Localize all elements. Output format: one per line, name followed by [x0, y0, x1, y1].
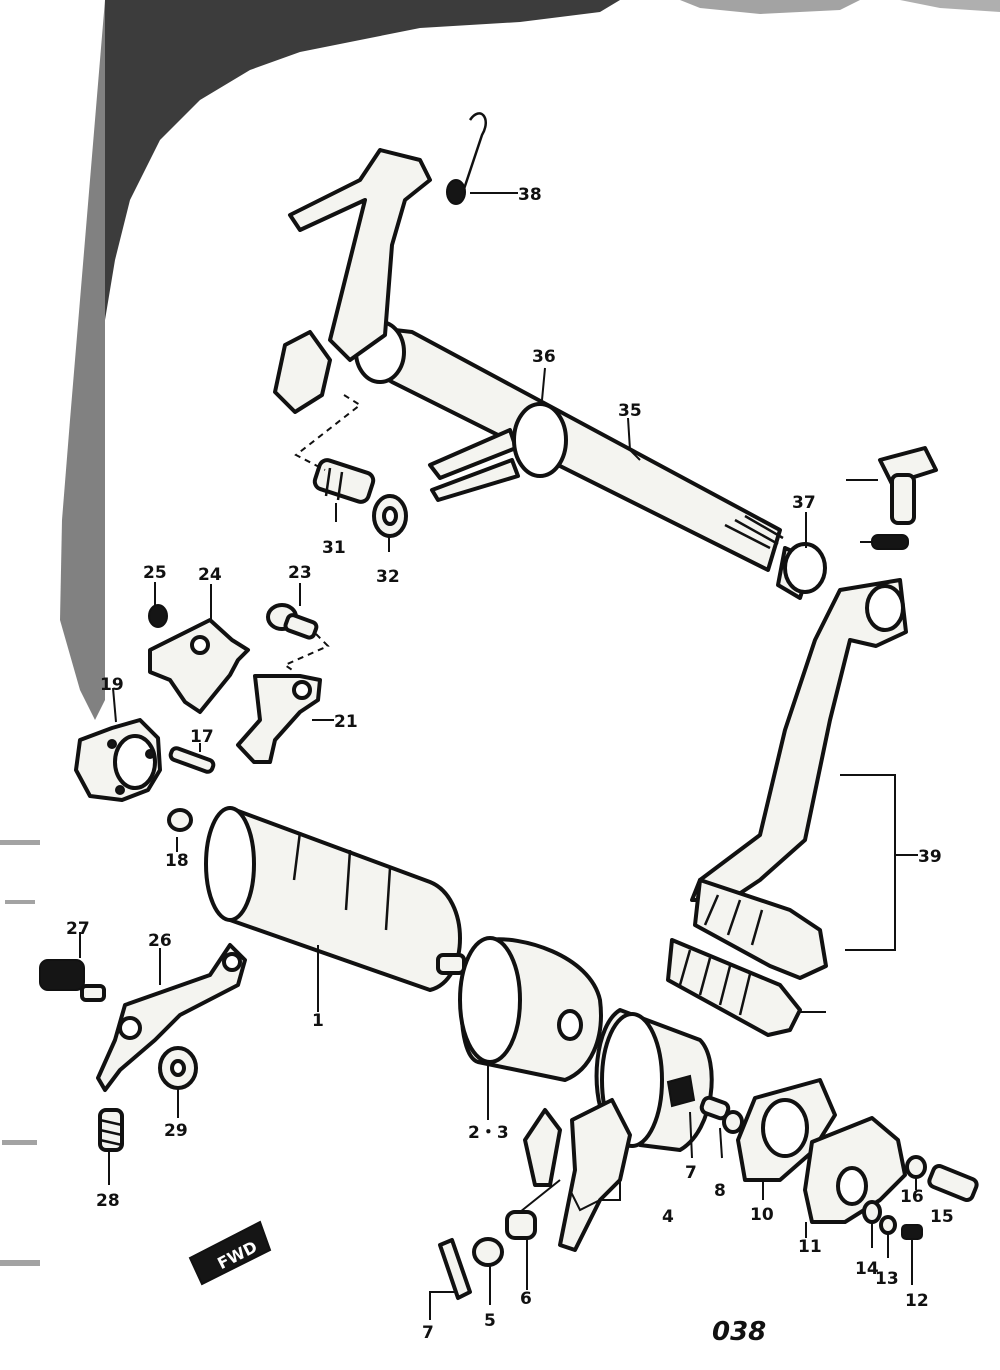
callout-17: 17 — [190, 727, 214, 747]
part-14-washer — [862, 1200, 882, 1224]
part-29-pin — [312, 458, 376, 504]
callout-1: 1 — [312, 1011, 324, 1031]
part-15-bolt — [927, 1163, 979, 1203]
callout-13: 13 — [875, 1269, 899, 1289]
callout-27: 27 — [66, 919, 90, 939]
callout-32: 36 — [532, 347, 556, 367]
callout-4: 4 — [662, 1207, 674, 1227]
callout-12: 12 — [905, 1291, 929, 1311]
part-27-cap-bolt — [39, 959, 106, 1002]
forward-direction-arrow: FWD — [188, 1220, 272, 1286]
part-22-screw — [266, 603, 319, 640]
part-28-washer — [158, 1046, 198, 1090]
part-19-shift-cam — [74, 718, 162, 802]
part-11-cover — [803, 1116, 907, 1224]
part-26-spring — [98, 1108, 124, 1152]
leader-lines — [79, 192, 918, 1320]
part-17-cam-pin — [168, 746, 216, 774]
part-36-lever-rubber — [693, 878, 828, 980]
drawing-code: 038 — [712, 1317, 766, 1347]
part-21-stopper-arm — [236, 674, 322, 764]
callout-30: 32 — [376, 567, 400, 587]
part-38-bolt — [878, 446, 938, 525]
part-5-roller — [472, 1237, 504, 1267]
leader-dashed-22 — [282, 633, 330, 673]
part-13-washer — [879, 1215, 897, 1235]
callouts: 38 36 35 37 31 32 25 24 23 21 19 17 18 3… — [66, 185, 954, 1347]
part-6-roller — [505, 1210, 537, 1240]
callout-29: 31 — [322, 538, 346, 558]
callout-24: 25 — [143, 563, 167, 583]
callout-8: 7 — [685, 1163, 697, 1183]
callout-26: 28 — [96, 1191, 120, 1211]
part-39-pin — [871, 534, 909, 550]
callout-22: 23 — [288, 563, 312, 583]
leader-dashed-29 — [294, 394, 362, 471]
part-2-3-gear-drum — [458, 936, 603, 1082]
callout-2-3: 2・3 — [468, 1123, 509, 1143]
part-9-screw — [699, 1095, 744, 1134]
part-10-gasket — [736, 1078, 837, 1182]
callout-15: 15 — [930, 1207, 954, 1227]
part-25-shift-fork — [96, 943, 247, 1092]
callout-6: 6 — [520, 1289, 532, 1309]
part-23-stopper-plate — [148, 618, 250, 714]
part-33-bushing — [776, 542, 827, 600]
part-7-pin — [438, 1238, 472, 1300]
callout-14: 14 — [855, 1259, 879, 1279]
shift-arm-upper — [273, 148, 432, 414]
part-34-spring-clip — [446, 112, 487, 205]
part-16-washer — [905, 1155, 927, 1179]
callout-11: 11 — [798, 1237, 822, 1257]
scan-noise — [0, 0, 1000, 1266]
part-35-shift-lever — [690, 578, 908, 902]
part-1-shift-drum — [204, 806, 466, 992]
callout-10: 10 — [750, 1205, 774, 1225]
part-30-washer — [372, 494, 408, 538]
part-12-bolt — [901, 1224, 923, 1240]
part-24-screw — [148, 604, 168, 628]
part-31-shift-shaft — [354, 320, 784, 572]
callout-31: 35 — [618, 401, 642, 421]
callout-16: 16 — [900, 1187, 924, 1207]
callout-5: 5 — [484, 1311, 496, 1331]
part-32-shaft-fork — [428, 402, 568, 502]
callout-21: 21 — [334, 712, 358, 732]
callout-25: 26 — [148, 931, 172, 951]
callout-7: 7 — [422, 1323, 434, 1343]
callout-35: 39 — [918, 847, 942, 867]
callout-23: 24 — [198, 565, 222, 585]
part-18-pin — [167, 808, 193, 832]
callout-9: 8 — [714, 1181, 726, 1201]
callout-28: 29 — [164, 1121, 188, 1141]
callout-34: 38 — [518, 185, 542, 205]
part-37-footrest-rubber — [666, 938, 802, 1037]
callout-18: 18 — [165, 851, 189, 871]
callout-19: 19 — [100, 675, 124, 695]
callout-33: 37 — [792, 493, 816, 513]
